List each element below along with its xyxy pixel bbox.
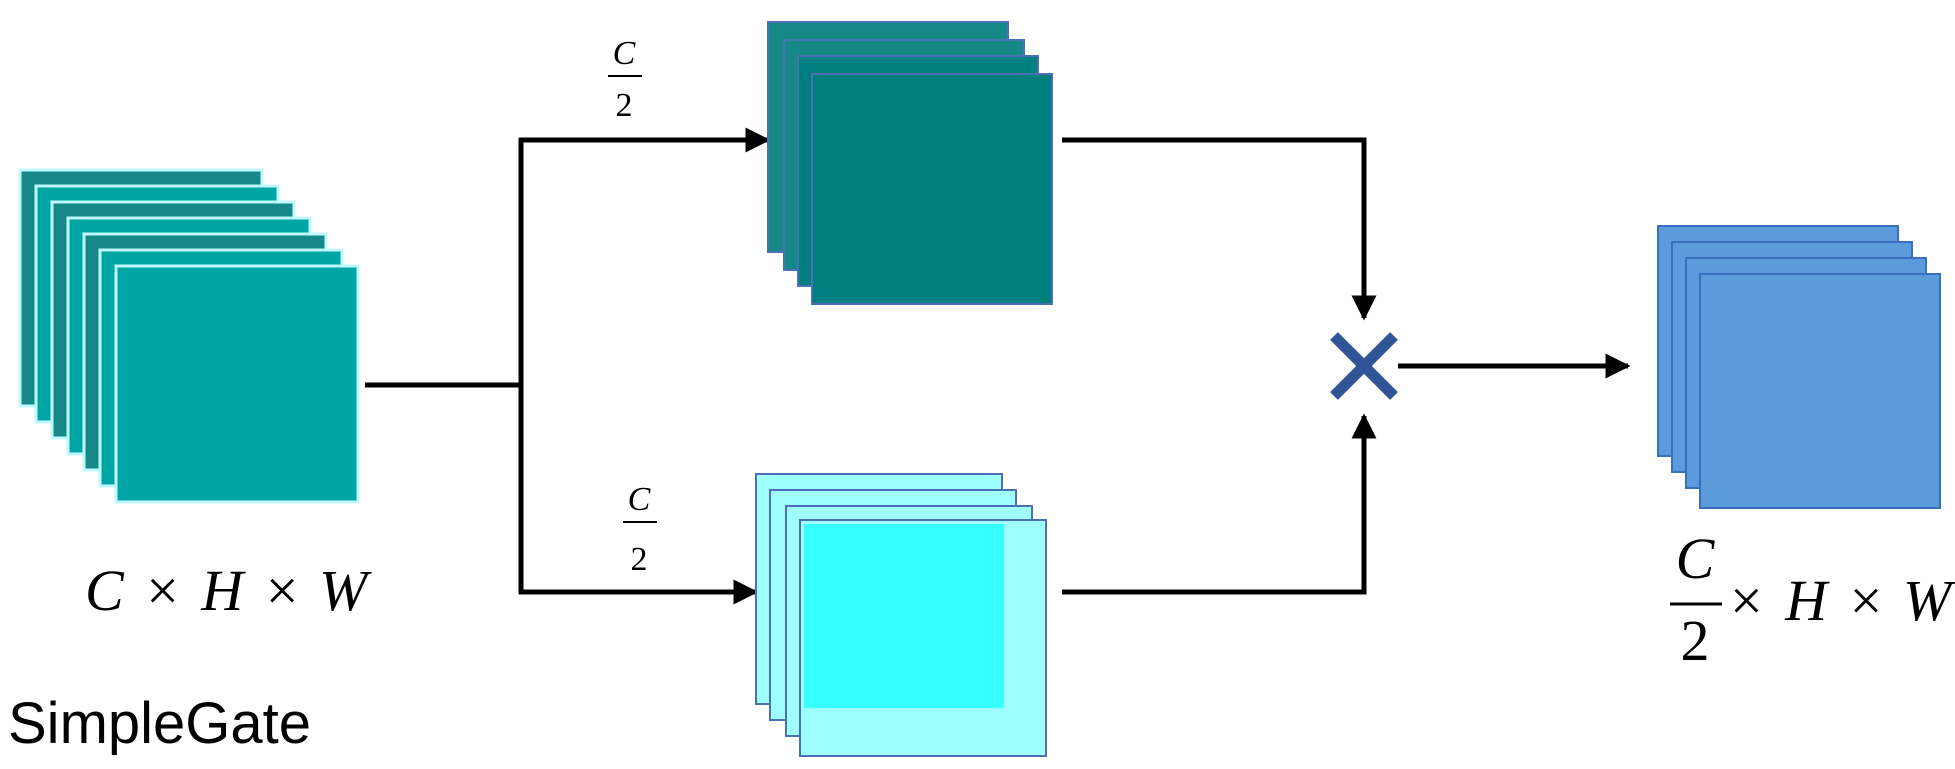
bottom-layer-front-inner [804, 524, 1004, 708]
multiply-icon [1330, 332, 1398, 400]
top-to-multiply-line [1062, 137, 1377, 321]
svg-text:C: C [613, 35, 636, 72]
top-feature-stack [767, 21, 1053, 305]
bottom-branch-fraction: C 2 [623, 481, 657, 578]
svg-text:2: 2 [1681, 608, 1710, 673]
top-layer-front [811, 73, 1053, 305]
output-feature-stack [1657, 225, 1941, 509]
bottom-feature-stack [755, 473, 1047, 757]
input-shape-label: C × H × W [85, 558, 372, 623]
svg-text:C: C [1676, 526, 1716, 591]
svg-text:× H × W: × H × W [1730, 568, 1955, 633]
output-layer-front [1699, 273, 1941, 509]
svg-text:2: 2 [631, 541, 648, 578]
split-connectors [365, 127, 1631, 605]
svg-text:C: C [628, 481, 651, 518]
bottom-to-multiply-line [1062, 413, 1377, 595]
svg-text:2: 2 [616, 87, 633, 124]
input-feature-stack [18, 168, 360, 504]
input-layer-front-inner [120, 270, 352, 488]
diagram-title: SimpleGate [8, 691, 311, 756]
output-shape-label: C 2 × H × W [1670, 526, 1955, 673]
top-branch-fraction: C 2 [608, 35, 642, 124]
